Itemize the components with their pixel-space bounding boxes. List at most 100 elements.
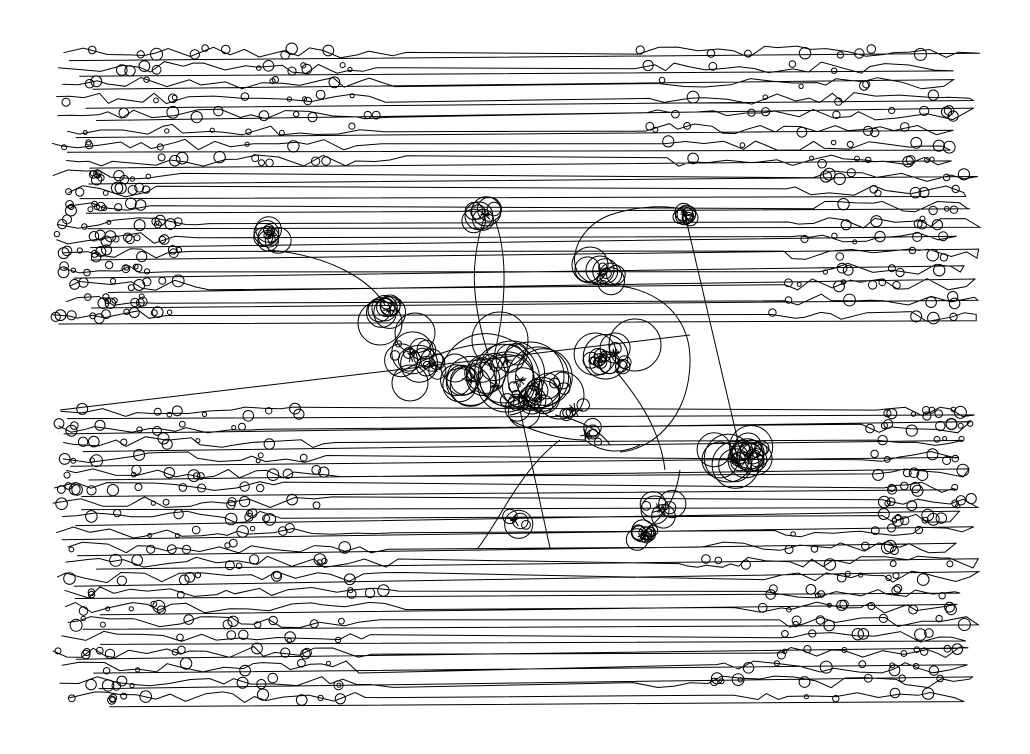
- loop-circle: [638, 526, 653, 540]
- small-circle: [244, 141, 250, 147]
- small-circle: [870, 449, 879, 459]
- small-circle: [99, 621, 106, 628]
- small-circle: [908, 467, 920, 479]
- small-circle: [322, 44, 335, 57]
- loop-circle: [465, 353, 506, 394]
- small-circle: [836, 51, 845, 59]
- small-circle: [168, 248, 179, 259]
- small-circle: [822, 269, 829, 275]
- large-circle: [739, 439, 765, 465]
- small-circle: [154, 214, 166, 226]
- small-circle: [761, 107, 771, 117]
- small-circle: [635, 45, 645, 55]
- small-circle: [76, 402, 89, 415]
- small-circle: [886, 408, 898, 420]
- small-circle: [909, 186, 922, 199]
- small-circle: [645, 121, 655, 131]
- small-circle: [310, 156, 321, 166]
- starburst: [507, 514, 521, 527]
- small-circle: [347, 587, 354, 594]
- small-circle: [136, 251, 148, 263]
- small-circle: [262, 514, 271, 523]
- small-circle: [135, 298, 145, 308]
- small-circle: [69, 618, 83, 632]
- small-circle: [133, 448, 146, 461]
- small-circle: [874, 230, 886, 243]
- small-circle: [313, 553, 327, 566]
- small-circle: [61, 245, 73, 257]
- small-circle: [933, 435, 941, 443]
- small-circle: [265, 407, 273, 415]
- line-row: [59, 675, 974, 690]
- small-circle: [59, 261, 69, 272]
- small-circle: [120, 438, 128, 446]
- small-circle: [238, 422, 246, 431]
- small-circle: [183, 614, 194, 625]
- small-circle: [209, 127, 215, 133]
- small-circle: [54, 647, 62, 655]
- small-circle: [865, 423, 875, 434]
- small-circle: [363, 110, 372, 120]
- small-circle: [90, 174, 103, 186]
- small-circle: [94, 419, 106, 431]
- small-circle: [912, 663, 920, 670]
- connector-stroke: [684, 214, 741, 451]
- small-circle: [104, 648, 116, 660]
- small-circle: [88, 231, 100, 242]
- small-circle: [846, 140, 854, 148]
- small-circle: [272, 570, 282, 580]
- small-circle: [912, 231, 923, 242]
- small-circle: [870, 526, 880, 535]
- loop-circle: [593, 437, 603, 446]
- small-circle: [662, 135, 675, 148]
- small-circle: [809, 155, 815, 161]
- small-circle: [808, 629, 817, 638]
- small-circle: [61, 97, 71, 107]
- small-circle: [348, 122, 356, 130]
- small-circle: [658, 76, 666, 84]
- small-circle: [949, 205, 959, 214]
- small-circle: [136, 50, 145, 59]
- small-circle: [883, 456, 891, 463]
- small-circle: [116, 675, 128, 687]
- small-circle: [128, 307, 140, 318]
- small-circle: [854, 48, 865, 59]
- small-circle: [914, 628, 927, 641]
- small-circle: [300, 62, 307, 69]
- small-circle: [371, 110, 381, 120]
- small-circle: [947, 291, 959, 303]
- small-circle: [171, 405, 183, 417]
- small-circle: [93, 169, 102, 178]
- small-circle: [178, 420, 186, 428]
- small-circle: [267, 672, 279, 684]
- small-circle: [939, 253, 949, 262]
- small-circle: [302, 96, 308, 102]
- small-circle: [134, 182, 145, 193]
- small-circle: [121, 264, 131, 274]
- small-circle: [110, 181, 124, 195]
- small-circle: [295, 694, 308, 706]
- small-circle: [75, 187, 85, 197]
- small-circle: [87, 588, 96, 597]
- loop-circle: [366, 297, 397, 328]
- small-circle: [69, 279, 80, 290]
- small-circle: [118, 107, 130, 119]
- small-circle: [346, 589, 357, 599]
- small-circle: [286, 96, 293, 102]
- small-circle: [920, 647, 929, 656]
- small-circle: [191, 525, 201, 535]
- small-circle: [146, 544, 156, 554]
- connector-stroke: [639, 469, 681, 536]
- small-circle: [714, 556, 723, 565]
- small-circle: [334, 693, 346, 705]
- small-circle: [150, 600, 158, 608]
- line-row: [61, 660, 968, 674]
- loop-circle: [559, 407, 573, 422]
- small-circle: [819, 660, 833, 674]
- small-circle: [297, 658, 306, 668]
- small-circle: [888, 106, 896, 115]
- small-circle: [891, 515, 904, 527]
- small-circle: [142, 277, 152, 287]
- small-circle: [338, 617, 345, 625]
- small-circle: [194, 571, 202, 579]
